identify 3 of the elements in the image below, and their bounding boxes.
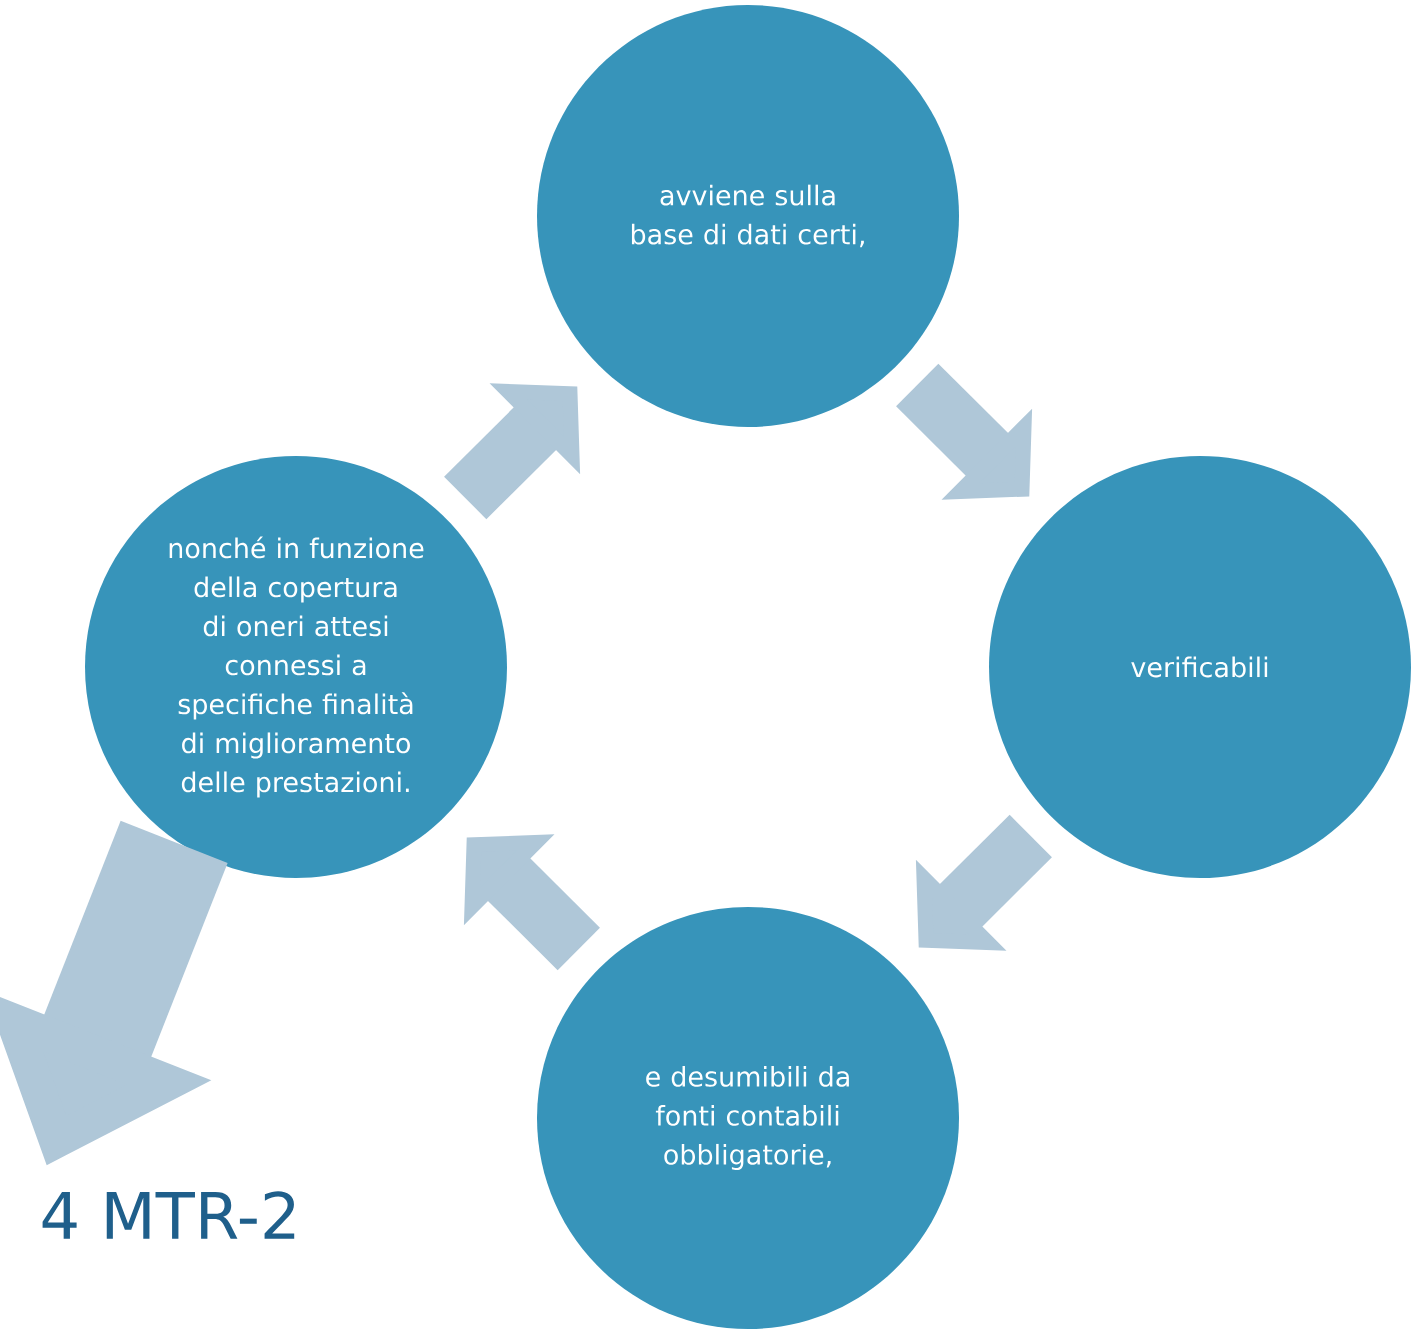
label-text: 4 MTR-2 <box>42 1191 295 1239</box>
block-arrow <box>463 834 600 971</box>
block-arrow <box>896 363 1033 500</box>
